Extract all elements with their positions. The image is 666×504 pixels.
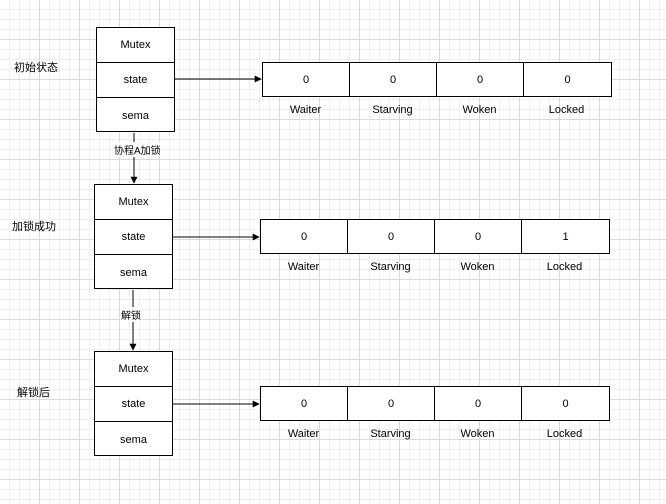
bit-labels-3: Waiter Starving Woken Locked xyxy=(260,428,608,440)
stage-title-1: 初始状态 xyxy=(14,62,58,74)
bit-label-woken: Woken xyxy=(462,104,497,116)
bit-label-woken: Woken xyxy=(460,428,495,440)
waiter-bit: 0 xyxy=(261,220,348,253)
locked-bit: 1 xyxy=(562,230,569,243)
mutex-title: Mutex xyxy=(95,352,172,387)
bit-label-starving: Starving xyxy=(370,428,411,440)
locked-bit: 0 xyxy=(564,73,571,86)
locked-bit: 0 xyxy=(562,397,569,410)
mutex-sema-field: sema xyxy=(120,266,147,279)
stage-title-3: 解锁后 xyxy=(17,387,50,399)
woken-bit: 0 xyxy=(435,220,522,253)
mutex-struct-1: Mutex state sema xyxy=(96,27,175,132)
mutex-state-field: state xyxy=(95,387,172,422)
bit-label-locked: Locked xyxy=(548,104,585,116)
mutex-sema-field: sema xyxy=(120,433,147,446)
bit-label-woken: Woken xyxy=(460,261,495,273)
state-bits-1: 0 0 0 0 xyxy=(262,62,612,97)
bit-label-locked: Locked xyxy=(546,261,583,273)
starving-bit: 0 xyxy=(348,387,435,420)
transition-label-2: 解锁 xyxy=(120,307,142,322)
bit-label-waiter: Waiter xyxy=(289,104,322,116)
bit-labels-2: Waiter Starving Woken Locked xyxy=(260,261,608,273)
mutex-sema-field: sema xyxy=(122,109,149,122)
bit-label-starving: Starving xyxy=(372,104,413,116)
state-bits-3: 0 0 0 0 xyxy=(260,386,610,421)
bit-label-waiter: Waiter xyxy=(287,261,320,273)
bit-labels-1: Waiter Starving Woken Locked xyxy=(262,104,610,116)
mutex-title: Mutex xyxy=(95,185,172,220)
state-bits-2: 0 0 0 1 xyxy=(260,219,610,254)
starving-bit: 0 xyxy=(348,220,435,253)
mutex-struct-3: Mutex state sema xyxy=(94,351,173,456)
mutex-state-field: state xyxy=(95,220,172,255)
mutex-struct-2: Mutex state sema xyxy=(94,184,173,289)
woken-bit: 0 xyxy=(437,63,524,96)
transition-label-1: 协程A加锁 xyxy=(113,142,162,157)
stage-title-2: 加锁成功 xyxy=(12,221,56,233)
mutex-state-field: state xyxy=(97,63,174,98)
waiter-bit: 0 xyxy=(261,387,348,420)
woken-bit: 0 xyxy=(435,387,522,420)
bit-label-waiter: Waiter xyxy=(287,428,320,440)
mutex-title: Mutex xyxy=(97,28,174,63)
waiter-bit: 0 xyxy=(263,63,350,96)
starving-bit: 0 xyxy=(350,63,437,96)
bit-label-locked: Locked xyxy=(546,428,583,440)
bit-label-starving: Starving xyxy=(370,261,411,273)
